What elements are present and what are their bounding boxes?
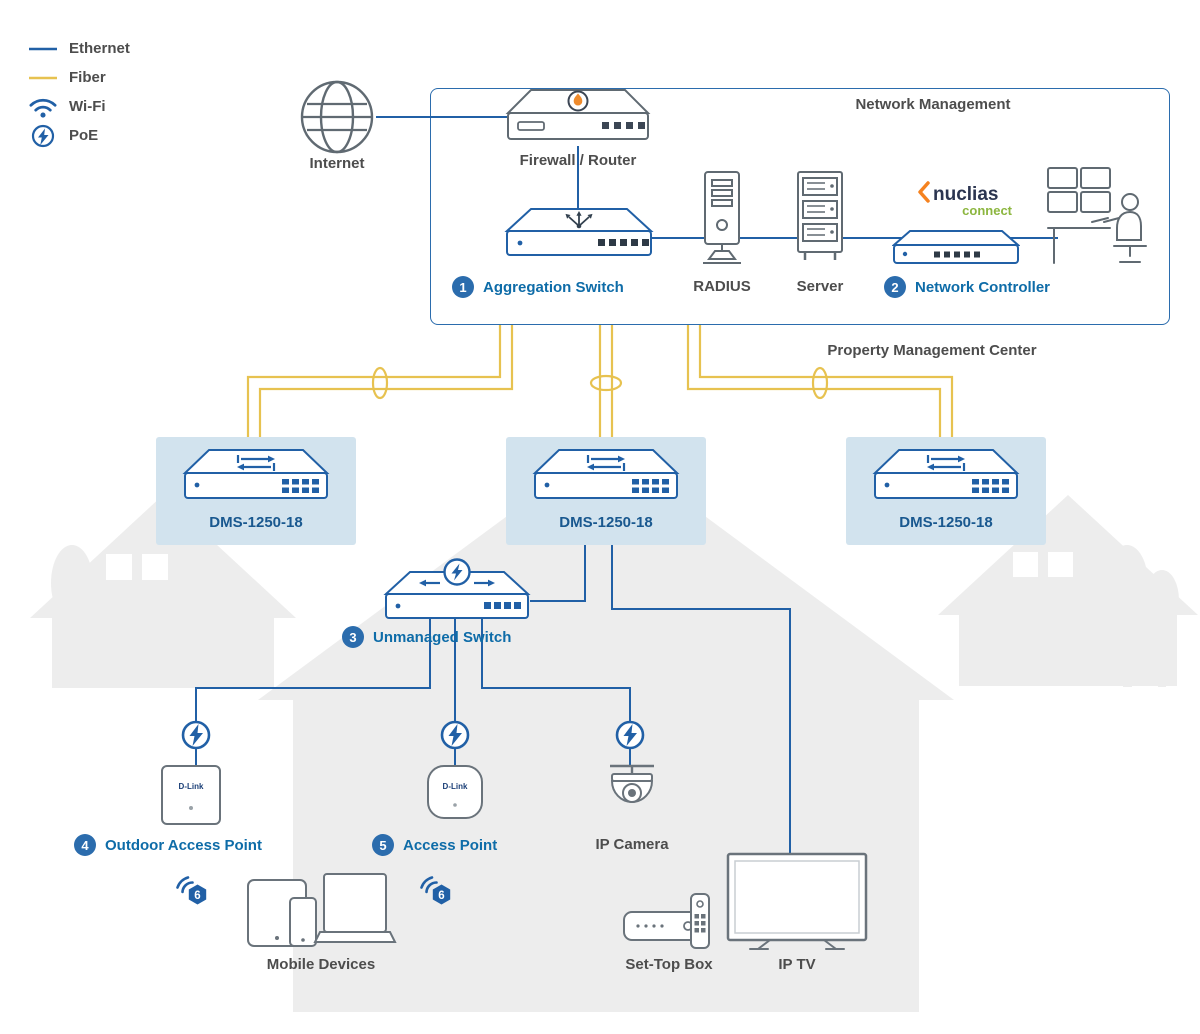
firewall-router-icon (504, 86, 652, 146)
legend-label-poe: PoE (69, 127, 99, 144)
legend: Ethernet Fiber Wi-Fi PoE (28, 34, 130, 150)
nuclias-connect-logo: nuclias connect (916, 176, 1026, 220)
nuclias-wordmark: nuclias (933, 184, 998, 205)
dlink-logo: D-Link (179, 782, 204, 791)
phone-icon (289, 897, 317, 947)
wifi6-icon: 6 (174, 874, 210, 908)
network-controller-label: Network Controller (915, 278, 1051, 296)
dms-switch-icon-right (871, 446, 1021, 504)
fiber-line-icon (29, 76, 57, 79)
internet-globe-icon (298, 78, 376, 156)
internet-label: Internet (309, 155, 365, 172)
network-controller-label-row: 2 Network Controller (884, 276, 1050, 298)
legend-row-poe: PoE (28, 121, 130, 150)
ip-tv-icon (726, 852, 868, 952)
legend-row-ethernet: Ethernet (28, 34, 130, 63)
step-badge-1: 1 (452, 276, 474, 298)
unmanaged-switch-icon (380, 558, 532, 620)
dlink-logo: D-Link (443, 782, 468, 791)
outdoor-access-point-label: Outdoor Access Point (105, 836, 262, 854)
fiber-loop-icon (371, 366, 389, 400)
firewall-router-label: Firewall / Router (519, 152, 637, 169)
nuclias-chevron-icon (918, 181, 930, 203)
ethernet-line-icon (29, 47, 57, 50)
access-point-icon: D-Link (426, 764, 484, 820)
step-badge-4: 4 (74, 834, 96, 856)
dms-switch-label-left: DMS-1250-18 (209, 514, 303, 531)
laptop-screen-icon (323, 873, 387, 933)
dms-switch-label-center: DMS-1250-18 (559, 514, 653, 531)
nuclias-connect-wordmark: connect (962, 203, 1013, 218)
poe-icon (439, 719, 471, 751)
wifi6-number: 6 (194, 890, 200, 902)
dms-switch-icon-left (181, 446, 331, 504)
access-point-label: Access Point (403, 836, 498, 854)
outdoor-access-point-label-row: 4 Outdoor Access Point (74, 834, 262, 856)
property-management-label: Property Management Center (827, 342, 1037, 359)
legend-label-fiber: Fiber (69, 69, 106, 86)
ip-camera-icon (600, 762, 664, 826)
laptop-base-icon (313, 931, 397, 943)
aggregation-switch-label: Aggregation Switch (483, 278, 624, 296)
radius-label: RADIUS (693, 278, 751, 295)
fiber-lines (246, 325, 954, 437)
legend-row-fiber: Fiber (28, 63, 130, 92)
operator-workstation-icon (1046, 166, 1154, 268)
wifi-icon (29, 98, 57, 118)
access-point-label-row: 5 Access Point (372, 834, 497, 856)
set-top-box-icon (622, 906, 708, 944)
ip-tv-label: IP TV (778, 956, 816, 973)
remote-control-icon (688, 892, 712, 950)
mobile-devices-icon (244, 872, 398, 952)
step-badge-3: 3 (342, 626, 364, 648)
set-top-box-label: Set-Top Box (625, 956, 713, 973)
network-controller-icon (892, 228, 1020, 268)
step-badge-2: 2 (884, 276, 906, 298)
fiber-loop-icon (589, 374, 623, 392)
unmanaged-switch-label: Unmanaged Switch (373, 628, 512, 646)
poe-icon (31, 124, 55, 147)
poe-icon (180, 719, 212, 751)
server-label: Server (796, 278, 844, 295)
aggregation-switch-label-row: 1 Aggregation Switch (452, 276, 624, 298)
network-management-title: Network Management (855, 96, 1011, 113)
step-badge-5: 5 (372, 834, 394, 856)
legend-label-wifi: Wi-Fi (69, 98, 106, 115)
dms-switch-icon-center (531, 446, 681, 504)
dms-switch-label-right: DMS-1250-18 (899, 514, 993, 531)
outdoor-access-point-icon: D-Link (160, 764, 222, 826)
unmanaged-switch-label-row: 3 Unmanaged Switch (342, 626, 511, 648)
legend-row-wifi: Wi-Fi (28, 92, 130, 121)
aggregation-switch-icon (504, 206, 654, 258)
server-rack-icon (792, 170, 848, 267)
fiber-loop-icon (811, 366, 829, 400)
wifi6-number: 6 (438, 890, 444, 902)
wifi6-icon: 6 (418, 874, 454, 908)
mobile-devices-label: Mobile Devices (266, 956, 376, 973)
poe-icon (614, 719, 646, 751)
ip-camera-label: IP Camera (595, 836, 669, 853)
legend-label-ethernet: Ethernet (69, 40, 130, 57)
radius-server-icon (696, 170, 748, 267)
